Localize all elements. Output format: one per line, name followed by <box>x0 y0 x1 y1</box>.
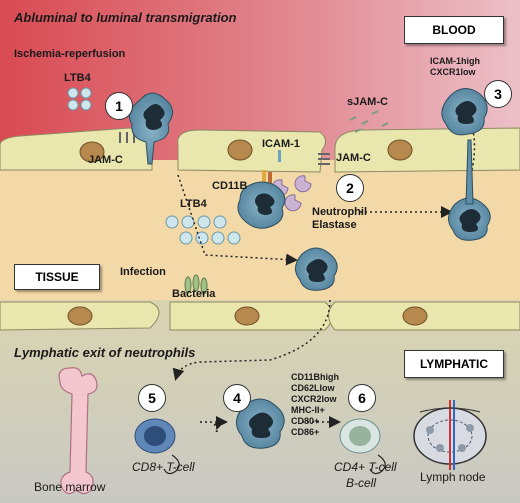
endothelial-nucleus <box>227 139 253 161</box>
lymph-marker-6: CD86+ <box>291 427 320 437</box>
ltb4-molecules-top <box>67 87 92 111</box>
lymph-marker-1: CD11Bhigh <box>291 372 340 382</box>
lymph-marker-2: CD62Llow <box>291 383 335 393</box>
step-3-marker: 3 <box>484 80 512 108</box>
endothelial-nucleus <box>67 306 93 326</box>
endothelial-nucleus <box>79 141 105 163</box>
neutrophil-cell-2 <box>237 181 286 229</box>
bone-marrow-label: Bone marrow <box>34 480 106 494</box>
blood-marker-1: ICAM-1high <box>430 56 480 66</box>
lymphatic-compartment-box: LYMPHATIC <box>404 350 504 378</box>
question-mark: ? <box>213 420 221 435</box>
lymph-marker-3: CXCR2low <box>291 394 337 404</box>
sjam-c-fragments <box>349 110 389 133</box>
ltb4-label-mid: LTB4 <box>180 198 207 210</box>
step-4-marker: 4 <box>223 384 251 412</box>
endothelial-nucleus <box>387 139 413 161</box>
cd4-b-cell <box>339 418 386 475</box>
endothelial-nucleus <box>234 306 260 326</box>
neutrophil-cell-4 <box>448 139 491 241</box>
neutrophil-label: Neutrophil <box>312 206 367 218</box>
ischemia-label: Ischemia-reperfusion <box>14 48 126 60</box>
panel-title-lymphatic: Lymphatic exit of neutrophils <box>14 345 196 360</box>
endothelial-nucleus <box>402 306 428 326</box>
infection-label: Infection <box>120 266 166 278</box>
elastase-label: Elastase <box>312 219 357 231</box>
sjam-c-label: sJAM-C <box>347 96 388 108</box>
blood-compartment-box: BLOOD <box>404 16 504 44</box>
step-2-marker: 2 <box>336 174 364 202</box>
migration-arrows <box>172 105 476 428</box>
lymph-node-illustration <box>413 400 487 470</box>
step-1-marker: 1 <box>105 92 133 120</box>
jam-c-junction <box>119 132 330 165</box>
bcell-label: B-cell <box>346 476 377 490</box>
neutrophil-cell-6 <box>236 398 285 449</box>
jam-c-label-left: JAM-C <box>88 154 123 166</box>
cd11b-label: CD11B <box>212 180 248 192</box>
neutrophil-cell-3 <box>441 88 488 136</box>
bone-marrow-illustration <box>58 367 98 495</box>
blood-endothelium <box>0 127 520 173</box>
neutrophil-cell-1 <box>128 92 173 165</box>
cd4-label: CD4+ T-cell <box>334 460 397 474</box>
ltb4-molecules-mid <box>165 215 241 245</box>
icam1-cd11b-receptors <box>262 150 281 188</box>
blood-marker-2: CXCR1low <box>430 67 476 77</box>
jam-c-label-right: JAM-C <box>336 152 371 164</box>
neutrophil-cell-5 <box>295 247 338 291</box>
step-6-marker: 6 <box>348 384 376 412</box>
cd8-label: CD8+ T-cell <box>132 460 195 474</box>
step-5-marker: 5 <box>138 384 166 412</box>
tissue-compartment-box: TISSUE <box>14 264 100 290</box>
bacteria <box>184 274 208 295</box>
ltb4-label-top: LTB4 <box>64 72 91 84</box>
bacteria-label: Bacteria <box>172 288 216 300</box>
lymph-marker-5: CD80+ <box>291 416 320 426</box>
lymph-marker-4: MHC-II+ <box>291 405 325 415</box>
icam1-label: ICAM-1 <box>262 138 300 150</box>
cd8-t-cell <box>134 418 180 475</box>
lymph-node-label: Lymph node <box>420 470 486 484</box>
panel-title-abluminal: Abluminal to luminal transmigration <box>14 10 237 25</box>
